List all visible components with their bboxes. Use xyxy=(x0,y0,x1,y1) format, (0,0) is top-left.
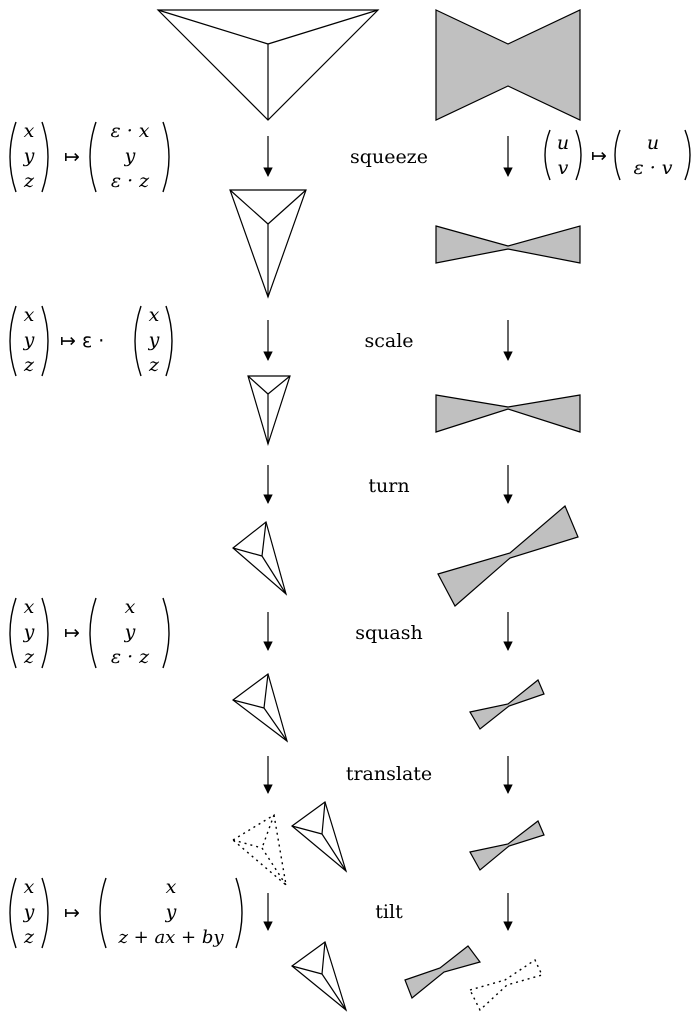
scale-out-z: z xyxy=(148,354,160,376)
squeeze-maps-to: ↦ xyxy=(64,146,80,168)
bowtie-squashed xyxy=(469,679,545,730)
step-label-translate: translate xyxy=(346,763,432,785)
tetrahedron-original xyxy=(156,9,380,121)
step-label-squeeze: squeeze xyxy=(350,146,428,168)
tetrahedron-turned xyxy=(232,520,288,596)
bowtie-tilted xyxy=(404,945,482,999)
squash-in-x: x xyxy=(24,596,35,618)
scale-maps-to: ↦ ε · xyxy=(60,330,104,352)
step-label-turn: turn xyxy=(368,475,409,497)
tilt-maps-to: ↦ xyxy=(64,902,80,924)
uv-maps-to: ↦ xyxy=(591,145,607,167)
tilt-out-1: x xyxy=(166,876,177,898)
squash-out-3: ε · z xyxy=(111,646,150,668)
formula-squash: x y z ↦ x y ε · z xyxy=(9,596,170,669)
scale-in-z: z xyxy=(23,354,35,376)
formula-tilt: x y z ↦ x y z + ax + by xyxy=(9,876,243,949)
tetrahedron-squashed xyxy=(232,672,289,743)
squash-out-1: x xyxy=(125,596,136,618)
squeeze-in-x: x xyxy=(24,120,35,142)
squash-out-2: y xyxy=(124,621,136,643)
bowtie-original xyxy=(435,9,581,121)
step-label-squash: squash xyxy=(355,622,422,644)
tetrahedron-ghost-dotted xyxy=(231,813,288,887)
squeeze-in-y: y xyxy=(23,145,35,167)
bowtie-turned xyxy=(437,505,579,607)
squash-in-z: z xyxy=(23,646,35,668)
tilt-in-y: y xyxy=(23,901,35,923)
bowtie-scaled xyxy=(435,394,581,433)
step-label-tilt: tilt xyxy=(375,901,403,923)
uv-in-u: u xyxy=(557,132,569,154)
squeeze-in-z: z xyxy=(23,170,35,192)
tetrahedron-translated xyxy=(291,801,348,873)
uv-out-1: u xyxy=(647,132,659,154)
scale-out-y: y xyxy=(148,329,160,351)
tilt-in-x: x xyxy=(24,876,35,898)
uv-out-2: ε · v xyxy=(633,157,672,179)
scale-in-x: x xyxy=(24,304,35,326)
tetrahedron-squeezed xyxy=(229,189,307,299)
bowtie-ghost-dotted xyxy=(468,958,543,1012)
tilt-out-3: z + ax + by xyxy=(117,927,224,948)
squeeze-out-1: ε · x xyxy=(110,120,149,142)
bowtie-translated xyxy=(469,820,545,871)
uv-in-v: v xyxy=(558,157,569,179)
squash-in-y: y xyxy=(23,621,35,643)
bowtie-squeezed xyxy=(435,225,581,264)
squeeze-out-2: y xyxy=(124,145,136,167)
tilt-out-2: y xyxy=(165,901,177,923)
tetrahedron-scaled xyxy=(247,375,291,447)
scale-out-x: x xyxy=(149,304,160,326)
step-label-scale: scale xyxy=(364,330,413,352)
squeeze-out-3: ε · z xyxy=(111,170,150,192)
tetrahedron-tilted xyxy=(291,941,348,1012)
formula-squeeze-xyz: x y z ↦ ε · x y ε · z xyxy=(9,120,170,193)
squash-maps-to: ↦ xyxy=(64,622,80,644)
tilt-in-z: z xyxy=(23,926,35,948)
formula-squeeze-uv: u v ↦ u ε · v xyxy=(544,129,691,181)
formula-scale: x y z ↦ ε · x y z xyxy=(9,304,173,377)
scale-in-y: y xyxy=(23,329,35,351)
